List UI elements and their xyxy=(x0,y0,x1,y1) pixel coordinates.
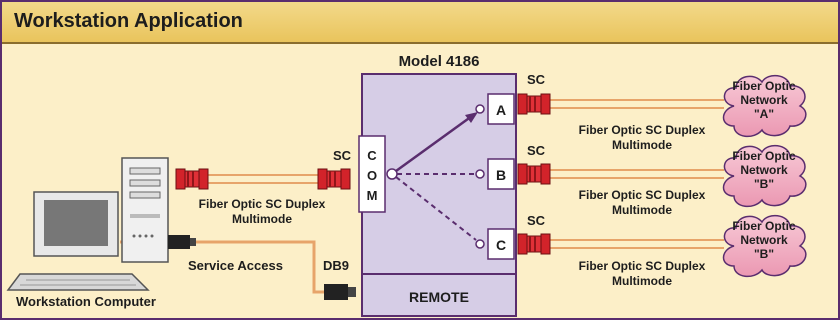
network-cloud-a: Fiber Optic Network "A" xyxy=(722,74,807,138)
cable-label-b-line1: Fiber Optic SC Duplex xyxy=(579,188,706,202)
computer-label: Workstation Computer xyxy=(16,294,156,309)
cable-label-c-line1: Fiber Optic SC Duplex xyxy=(579,259,706,273)
port-a xyxy=(487,93,515,125)
port-c xyxy=(487,228,515,260)
service-access-cable xyxy=(120,240,328,294)
com-letter-o: O xyxy=(367,168,377,183)
network-cloud-c: Fiber Optic Network "B" xyxy=(722,214,807,278)
switch-active-line xyxy=(395,114,473,173)
network-a-line3: "A" xyxy=(754,107,774,121)
network-a-line1: Fiber Optic xyxy=(732,79,796,93)
title-bar: Workstation Application xyxy=(2,2,838,44)
sc-label-c: SC xyxy=(527,213,546,228)
com-port xyxy=(358,135,386,213)
service-access-label: Service Access xyxy=(188,258,283,273)
com-letter-m: M xyxy=(367,188,378,203)
network-c-line3: "B" xyxy=(754,247,774,261)
computer-icon xyxy=(6,157,169,291)
cable-label-b-line2: Multimode xyxy=(612,203,672,217)
sc-connector-com xyxy=(317,168,351,190)
network-b-line3: "B" xyxy=(754,177,774,191)
service-plug-icon xyxy=(168,235,196,249)
sc-connector-a xyxy=(517,93,551,115)
sc-connector-c xyxy=(517,233,551,255)
diagram-title: Workstation Application xyxy=(14,10,243,32)
switch-pivot xyxy=(386,168,398,180)
switch-dashed-c xyxy=(395,176,477,241)
contact-b xyxy=(475,169,485,179)
sc-label-a: SC xyxy=(527,72,546,87)
sc-label-b: SC xyxy=(527,143,546,158)
network-c-line1: Fiber Optic xyxy=(732,219,796,233)
port-b-label: B xyxy=(496,167,506,183)
fiber-cable-left xyxy=(208,174,318,184)
sc-connector-b xyxy=(517,163,551,185)
contact-c xyxy=(475,239,485,249)
port-a-label: A xyxy=(496,102,506,118)
cable-label-a-line2: Multimode xyxy=(612,138,672,152)
cable-label-left-line2: Multimode xyxy=(232,212,292,226)
fiber-cable-b xyxy=(550,169,724,179)
network-b-line2: Network xyxy=(740,163,788,177)
port-b xyxy=(487,158,515,190)
sc-connector-computer xyxy=(175,168,209,190)
db9-label: DB9 xyxy=(323,258,349,273)
network-a-line2: Network xyxy=(740,93,788,107)
fiber-cable-c xyxy=(550,239,724,249)
cable-label-a-line1: Fiber Optic SC Duplex xyxy=(579,123,706,137)
network-c-line2: Network xyxy=(740,233,788,247)
remote-label: REMOTE xyxy=(409,289,469,305)
com-letter-c: C xyxy=(367,148,377,163)
port-c-label: C xyxy=(496,237,506,253)
model-label: Model 4186 xyxy=(399,53,480,70)
cable-label-left-line1: Fiber Optic SC Duplex xyxy=(199,197,326,211)
sc-label-com: SC xyxy=(333,148,352,163)
fiber-cable-a xyxy=(550,99,724,109)
cable-label-c-line2: Multimode xyxy=(612,274,672,288)
network-b-line1: Fiber Optic xyxy=(732,149,796,163)
contact-a xyxy=(475,104,485,114)
remote-panel xyxy=(361,273,517,317)
network-cloud-b: Fiber Optic Network "B" xyxy=(722,144,807,208)
db9-connector-icon xyxy=(324,284,356,300)
switch-arrowhead xyxy=(465,112,478,123)
